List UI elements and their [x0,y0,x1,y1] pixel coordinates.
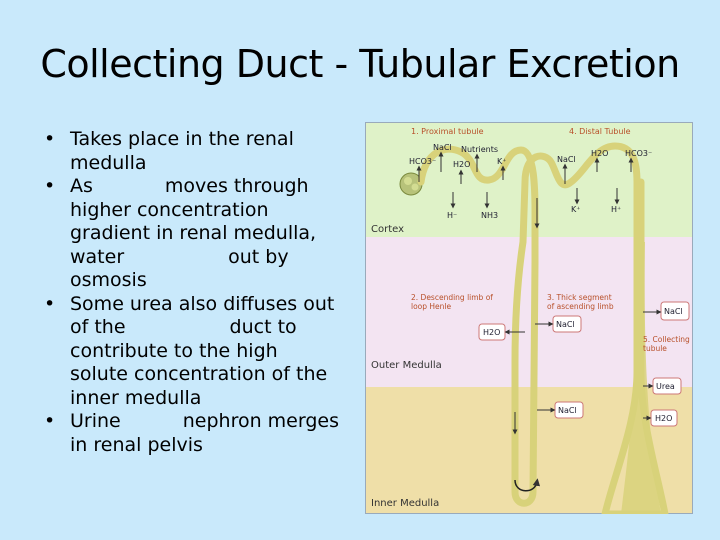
nacl-inner-box-label: NaCl [558,406,577,415]
nh3-label: NH3 [481,211,498,220]
distal-heading: 4. Distal Tubule [569,127,631,136]
nacl-distal-label: NaCl [557,155,576,164]
h2o-collect-box-label: H2O [655,414,672,423]
h-distal-label: H⁺ [611,205,621,214]
outer-medulla-label: Outer Medulla [371,360,442,371]
nephron-svg: Cortex Outer Medulla Inner Medulla 1. Pr… [365,122,693,514]
slide-title: Collecting Duct - Tubular Excretion [40,42,680,86]
nutrients-label: Nutrients [461,145,498,154]
inner-medulla-label: Inner Medulla [371,498,439,509]
hco3-distal-label: HCO3⁻ [625,149,652,158]
proximal-heading: 1. Proximal tubule [411,127,484,136]
cortex-label: Cortex [371,224,404,235]
bullet-list: Takes place in the renal medulla Asmoves… [40,128,360,457]
nephron-tubule [417,142,669,514]
ascending-heading: 3. Thick segment of ascending limb [547,293,614,311]
k-distal-label: K⁺ [571,205,580,214]
nacl-right-box-label: NaCl [664,307,683,316]
nacl-label: NaCl [433,143,452,152]
descending-heading: 2. Descending limb of loop Henle [411,293,495,311]
h2o-box-label: H2O [483,328,500,337]
h-label: H⁻ [447,211,457,220]
bullet-item: Takes place in the renal medulla [40,128,360,175]
nacl-box-label: NaCl [556,320,575,329]
h2o-distal-label: H2O [591,149,608,158]
urea-box-label: Urea [656,382,675,391]
h2o-label: H2O [453,160,470,169]
k-label: K⁺ [497,157,506,166]
nephron-diagram: Cortex Outer Medulla Inner Medulla 1. Pr… [365,122,693,514]
collecting-heading: 5. Collecting tubule [643,335,692,353]
hco3-label: HCO3⁻ [409,157,436,166]
